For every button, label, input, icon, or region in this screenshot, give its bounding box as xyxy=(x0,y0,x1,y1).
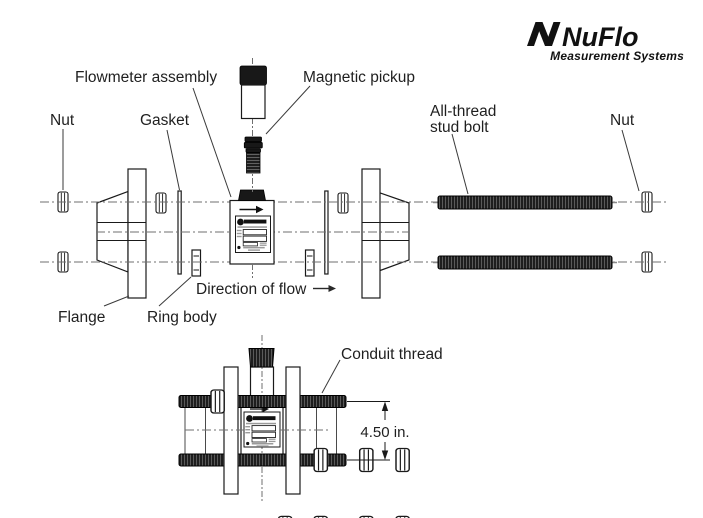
label-all-thread-line1: All-thread xyxy=(430,103,496,120)
nut-inner-left xyxy=(155,192,167,214)
ring-body-right xyxy=(304,249,315,277)
assembled-nut-ur-outer xyxy=(395,447,410,473)
stud-bolt-upper xyxy=(433,195,617,210)
label-magnetic-pickup: Magnetic pickup xyxy=(303,69,415,86)
pickup-connector xyxy=(243,136,263,174)
label-ring-body: Ring body xyxy=(147,309,217,326)
label-direction-of-flow: Direction of flow xyxy=(196,281,307,298)
nut-inner-right xyxy=(337,192,349,214)
pickup-thread-stub xyxy=(246,152,261,174)
flowmeter-body xyxy=(229,189,275,278)
pickup-cap xyxy=(239,65,267,86)
assembled-nut-ul-outer xyxy=(210,389,225,414)
logo-tagline-text: Measurement Systems xyxy=(550,49,684,63)
flow-arrow xyxy=(239,205,264,214)
pickup-cylinder xyxy=(240,84,266,120)
stud-bolt-lower xyxy=(433,255,617,270)
ring-body-left xyxy=(191,249,202,277)
nameplate-assembled xyxy=(243,411,281,448)
dimension-value: 4.50 in. xyxy=(360,424,409,441)
magnetic-pickup-part xyxy=(239,58,267,192)
exploded-view-labels: Flowmeter assembly Magnetic pickup Nut G… xyxy=(50,69,640,326)
label-nut-left: Nut xyxy=(50,112,75,129)
label-flange: Flange xyxy=(58,309,105,326)
nameplate xyxy=(235,215,271,253)
flange-right xyxy=(361,168,410,299)
assembled-nut-ul-inner xyxy=(313,447,329,473)
label-gasket: Gasket xyxy=(140,112,190,129)
assembled-stud-lower xyxy=(178,453,347,467)
conduit-fitting xyxy=(238,189,266,201)
assembled-stud-upper xyxy=(178,395,347,408)
nuflo-n-mark-icon xyxy=(527,22,561,46)
assembled-view: 4.50 in. Conduit thread xyxy=(178,335,443,518)
direction-of-flow: Direction of flow xyxy=(196,281,336,298)
flange-left xyxy=(96,168,147,299)
dimension-450: 4.50 in. xyxy=(347,401,410,461)
nuflo-logo: NuFlo Measurement Systems xyxy=(527,22,684,63)
conduit-thread-plug xyxy=(248,348,275,368)
label-all-thread-line2: stud bolt xyxy=(430,119,489,136)
label-conduit-thread: Conduit thread xyxy=(341,346,443,363)
label-nut-right: Nut xyxy=(610,112,635,129)
exploded-view: Flowmeter assembly Magnetic pickup Nut G… xyxy=(40,58,667,326)
logo-brand-text: NuFlo xyxy=(562,22,638,52)
label-flowmeter-assembly: Flowmeter assembly xyxy=(75,69,217,86)
